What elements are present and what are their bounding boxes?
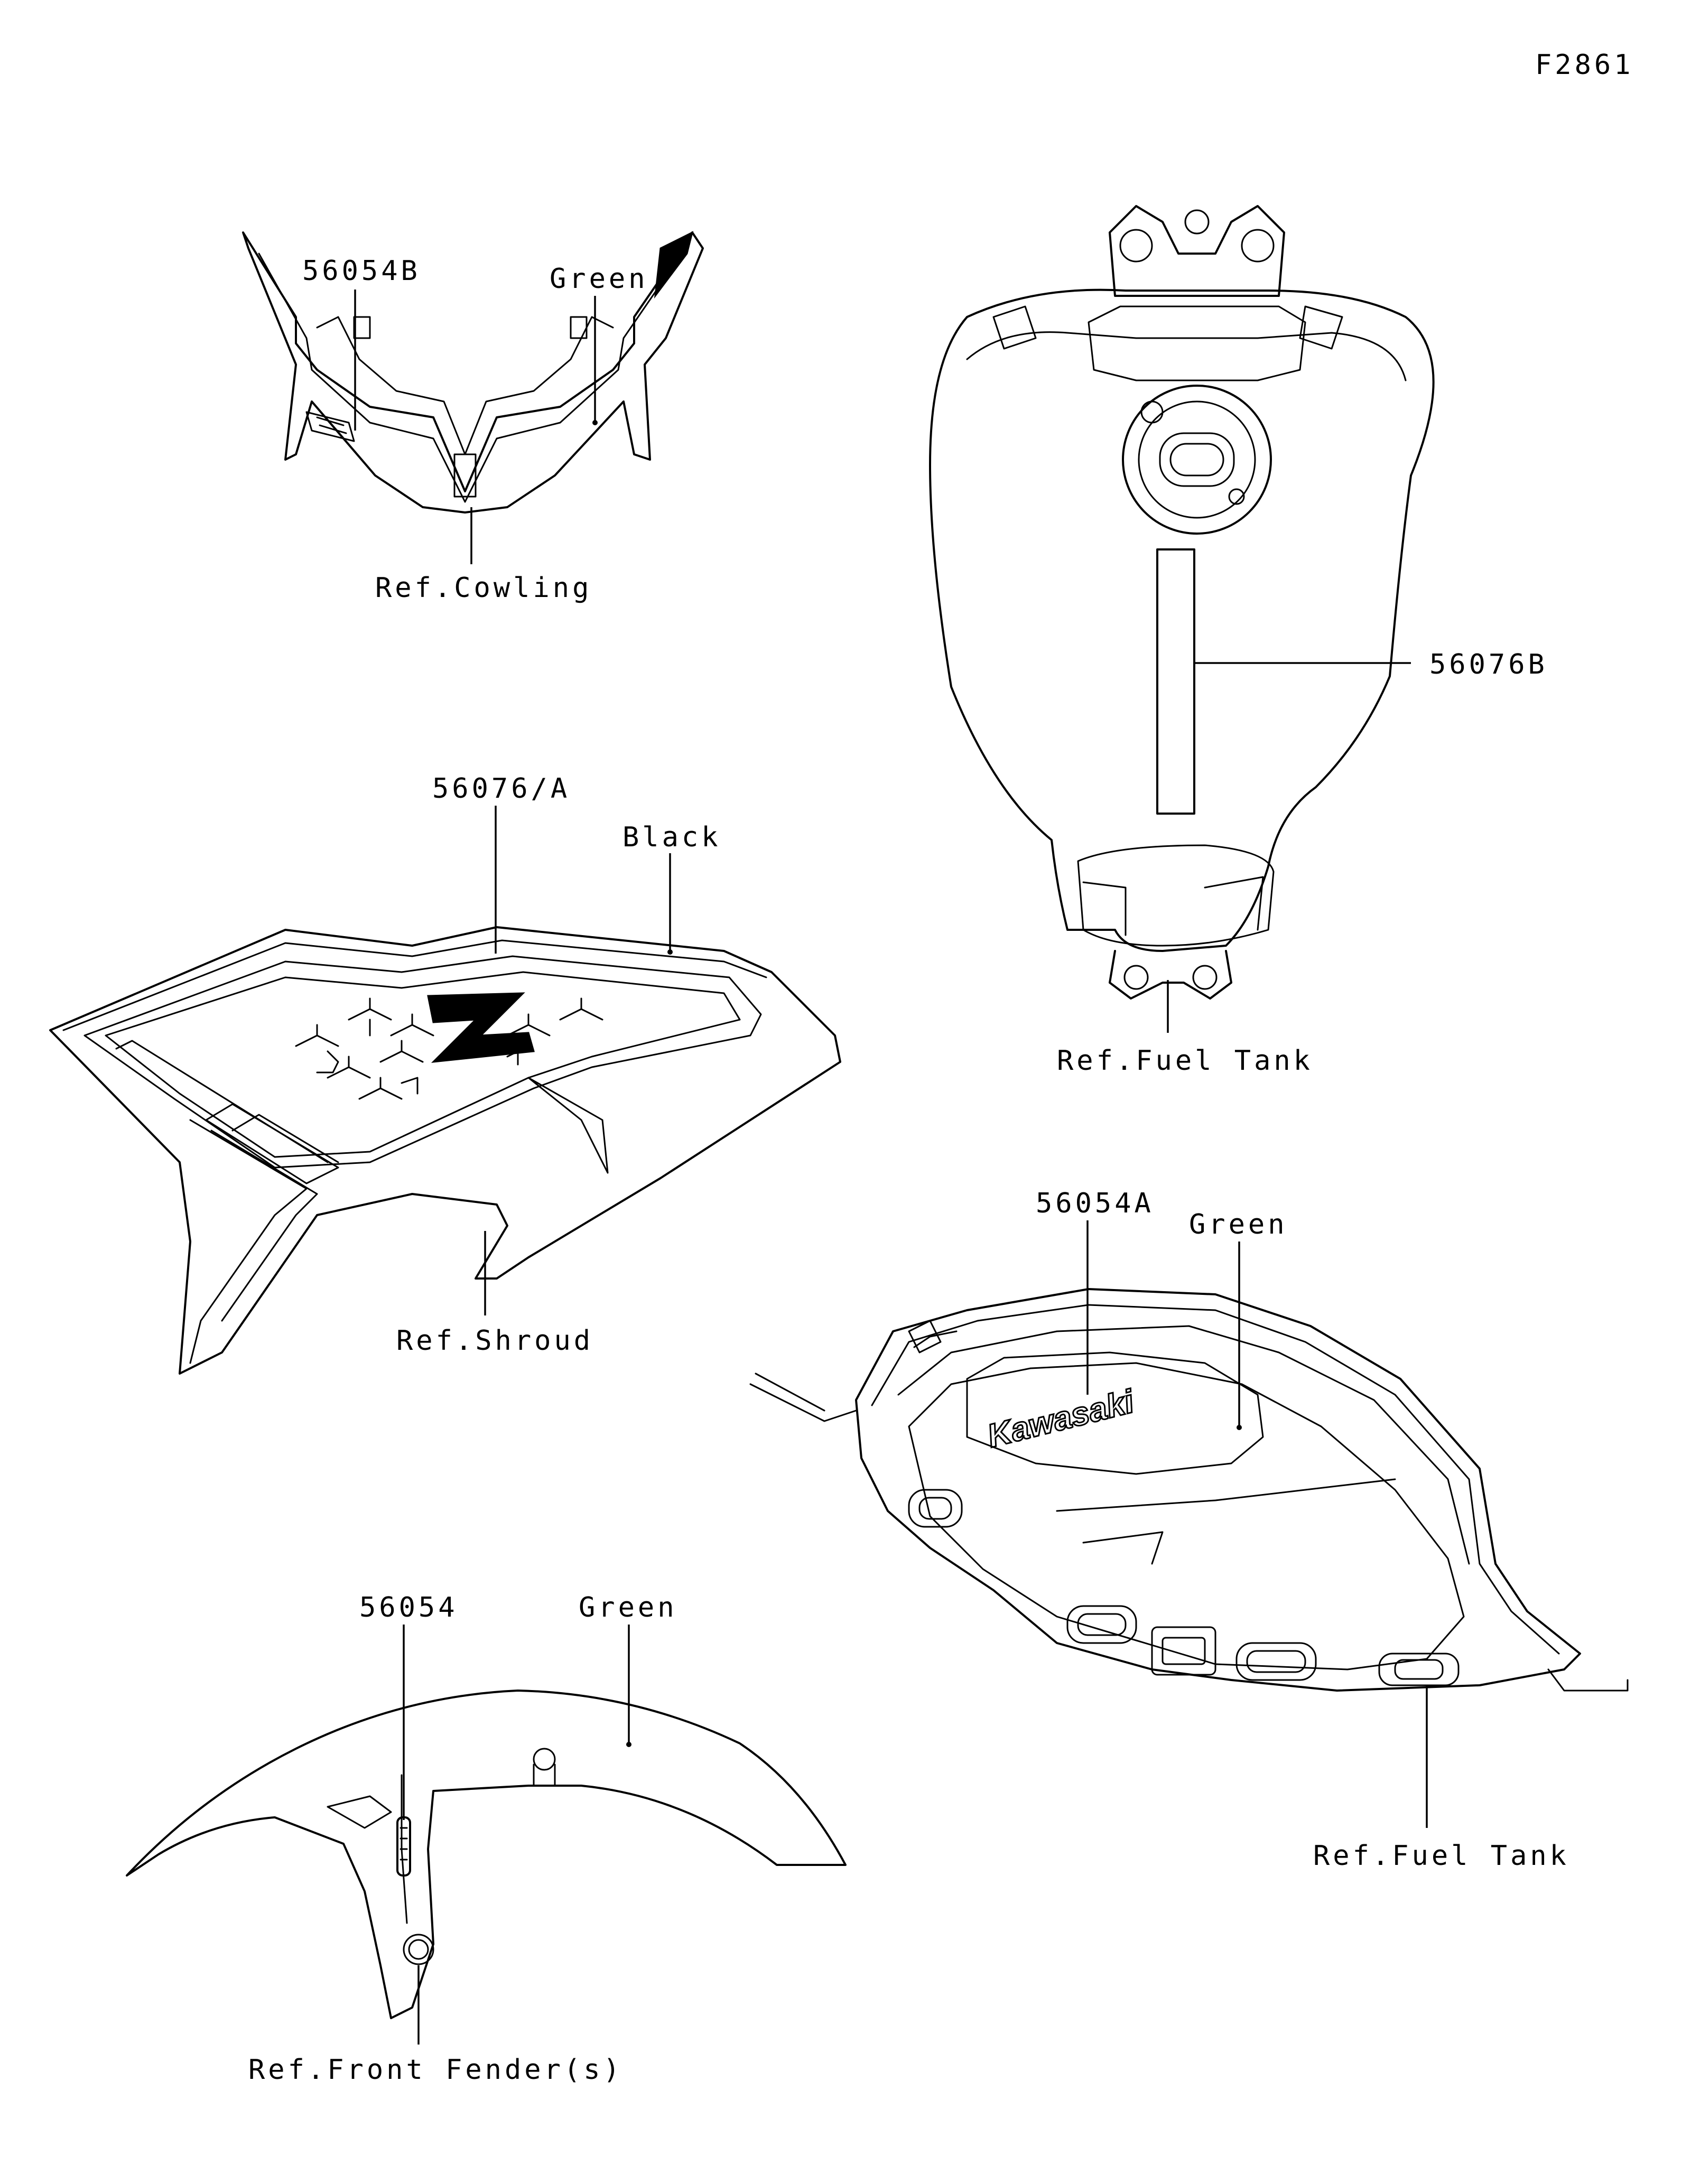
shroud-color: Black [622, 822, 721, 853]
tank-top-reference: Ref.Fuel Tank [1057, 1045, 1313, 1077]
shroud-drawing [49, 926, 841, 1375]
shroud-part-number: 56076/A [432, 773, 570, 805]
fender-part-number: 56054 [359, 1592, 458, 1623]
shroud-color-dot [667, 949, 673, 955]
front-fender-drawing [126, 1690, 847, 2019]
cowling-color-dot [592, 420, 598, 425]
shroud-reference: Ref.Shroud [396, 1325, 593, 1357]
fender-color: Green [579, 1592, 677, 1623]
fuel-tank-top-drawing [929, 205, 1435, 1000]
fuel-tank-side-drawing: Kawasaki [749, 1288, 1629, 1692]
cowling-color: Green [550, 263, 648, 295]
cowling-reference: Ref.Cowling [375, 572, 592, 604]
tank-side-color-dot [1237, 1425, 1242, 1430]
tank-side-part-number: 56054A [1036, 1188, 1154, 1219]
kawasaki-logo: Kawasaki [984, 1383, 1139, 1455]
cowling-part-number: 56054B [302, 255, 421, 287]
fender-color-dot [626, 1742, 631, 1747]
tank-top-part-number: 56076B [1429, 649, 1548, 680]
figure-code: F2861 [1535, 49, 1634, 81]
tank-side-reference: Ref.Fuel Tank [1313, 1840, 1569, 1872]
fender-reference: Ref.Front Fender(s) [248, 2054, 623, 2086]
tank-side-color: Green [1189, 1209, 1288, 1240]
cowling-drawing [242, 231, 704, 514]
